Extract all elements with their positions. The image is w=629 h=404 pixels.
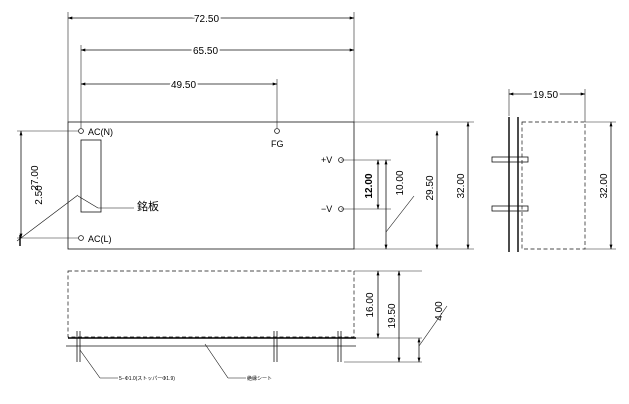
- label-fg: FG: [271, 139, 284, 149]
- bottom-view: 5−Φ1.0(ストッパーΦ1.9) 絶縁シート 16.00 19.50 4.00: [66, 270, 448, 382]
- pin-ac-n: [78, 128, 84, 134]
- dim-72-50: 72.50: [194, 14, 219, 25]
- label-v-minus: −V: [321, 204, 332, 214]
- dim-19-50-bottom: 19.50: [387, 303, 398, 328]
- front-case-outline: [67, 121, 355, 250]
- left-dimensions: 27.00 2.50: [16, 130, 79, 246]
- dim-2-50: 2.50: [34, 185, 45, 205]
- pin-ac-l: [78, 235, 84, 241]
- dim-4-00: 4.00: [434, 301, 445, 321]
- front-right-dimensions: 12.00 10.00 29.50 32.00: [341, 121, 474, 250]
- dim-16-00: 16.00: [365, 292, 376, 317]
- label-nameplate: 銘板: [137, 199, 159, 213]
- pin-fg: [274, 128, 280, 134]
- label-insulation-sheet: 絶縁シート: [247, 375, 272, 382]
- label-ac-l: AC(L): [88, 234, 112, 244]
- top-dimensions: 72.50 65.50 49.50: [67, 12, 355, 128]
- dim-29-50: 29.50: [425, 175, 436, 200]
- dim-27-00: 27.00: [30, 165, 41, 190]
- dim-10-00: 10.00: [395, 170, 406, 195]
- side-view: 19.50 32.00: [491, 88, 616, 252]
- front-view: AC(N) AC(L) FG +V −V 銘板: [67, 121, 355, 250]
- dim-19-50-side: 19.50: [533, 90, 558, 101]
- label-v-plus: +V: [321, 155, 332, 165]
- side-case-outline: [521, 121, 586, 250]
- dim-65-50: 65.50: [193, 46, 218, 57]
- nameplate-rect: [80, 139, 102, 213]
- dim-32-00-side: 32.00: [599, 173, 610, 198]
- dim-12-00: 12.00: [364, 173, 375, 198]
- dim-32-00-front: 32.00: [456, 173, 467, 198]
- bottom-case-outline: [67, 270, 355, 338]
- dim-49-50: 49.50: [171, 80, 196, 91]
- label-ac-n: AC(N): [88, 127, 113, 137]
- label-pin-note: 5−Φ1.0(ストッパーΦ1.9): [119, 376, 175, 382]
